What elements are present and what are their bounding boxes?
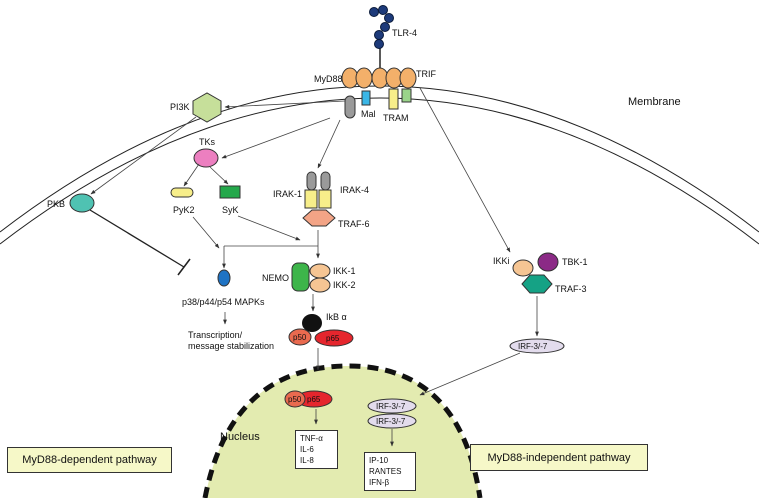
irf-nuc-a (367, 398, 417, 414)
ikk2-label: IKK-2 (333, 280, 356, 290)
pkb-node (69, 193, 95, 213)
traf3-label: TRAF-3 (555, 284, 587, 294)
tram-label: TRAM (383, 113, 409, 123)
ikk1-label: IKK-1 (333, 266, 356, 276)
mapk-node (217, 269, 231, 287)
tbk1-node (537, 252, 559, 272)
gene-il8: IL-8 (300, 456, 314, 465)
ikki-label: IKKi (493, 256, 510, 266)
myd88-independent-label: MyD88-independent pathway (470, 444, 648, 471)
transcription-label-2: message stabilization (188, 341, 274, 351)
myd88-dependent-label: MyD88-dependent pathway (7, 447, 172, 473)
pyk2-label: PyK2 (173, 205, 195, 215)
irf-cyto-label: IRF-3/-7 (518, 342, 548, 351)
pyk2-node (170, 187, 194, 198)
mal-label: Mal (361, 109, 376, 119)
p50-nuc (284, 390, 306, 408)
p50-cyto (288, 328, 312, 346)
ikb-node (302, 314, 322, 332)
p50-nuc-label: p50 (288, 395, 302, 404)
mapks-label: p38/p44/p54 MAPKs (182, 297, 265, 307)
nucleus-label: Nucleus (220, 431, 260, 443)
gene-rantes: RANTES (369, 467, 402, 476)
tlr4-receptor (369, 5, 394, 72)
irf-nuc-b-label: IRF-3/-7 (376, 417, 406, 426)
p50-cyto-label: p50 (293, 333, 307, 342)
trif-label: TRIF (416, 69, 436, 79)
syk-label: SyK (222, 205, 239, 215)
ikk2-node (309, 277, 331, 293)
pi3k-node (192, 92, 222, 123)
receptor-adaptor-cluster (341, 67, 417, 89)
membrane-label: Membrane (628, 96, 681, 108)
p65-cyto (314, 329, 354, 347)
transcription-label-1: Transcription/ (188, 330, 243, 340)
trif-adaptor (401, 88, 412, 103)
mal-adaptor (361, 90, 371, 106)
tram-adaptor (388, 88, 399, 110)
irf-cyto (509, 338, 565, 354)
pkb-label: PKB (47, 199, 65, 209)
nemo-node (291, 262, 310, 292)
signaling-arrows (90, 87, 539, 447)
ikk1-node (309, 263, 331, 279)
irf-nuc-b (367, 413, 417, 429)
gene-tnf-alpha: TNF-α (300, 434, 323, 443)
myd88-label: MyD88 (314, 74, 343, 84)
ikki-node (512, 259, 534, 277)
tks-label: TKs (199, 137, 216, 147)
tks-node (193, 148, 219, 168)
mal-adaptor-gray (344, 95, 356, 119)
traf3-node (521, 274, 553, 294)
tbk1-label: TBK-1 (562, 257, 588, 267)
traf6-node (302, 209, 336, 227)
nfkb-target-genes: TNF-α IL-6 IL-8 (295, 430, 338, 469)
gene-ifn-beta: IFN-β (369, 478, 390, 487)
p65-cyto-label: p65 (326, 334, 340, 343)
membrane-inner (0, 97, 759, 245)
pi3k-label: PI3K (170, 102, 190, 112)
syk-node (219, 185, 241, 199)
nemo-label: NEMO (262, 273, 289, 283)
irf-target-genes: IP-10 RANTES IFN-β (364, 452, 416, 491)
irak4-label: IRAK-4 (340, 185, 369, 195)
gene-il6: IL-6 (300, 445, 314, 454)
pkb-inhibition (89, 209, 191, 276)
p65-nuc-label: p65 (307, 395, 321, 404)
traf6-label: TRAF-6 (338, 219, 370, 229)
irak1-label: IRAK-1 (273, 189, 302, 199)
irf-nuc-a-label: IRF-3/-7 (376, 402, 406, 411)
irak-complex (304, 171, 332, 209)
ikb-label: IkB α (326, 312, 347, 322)
tlr4-label: TLR-4 (392, 28, 417, 38)
gene-ip10: IP-10 (369, 456, 389, 465)
